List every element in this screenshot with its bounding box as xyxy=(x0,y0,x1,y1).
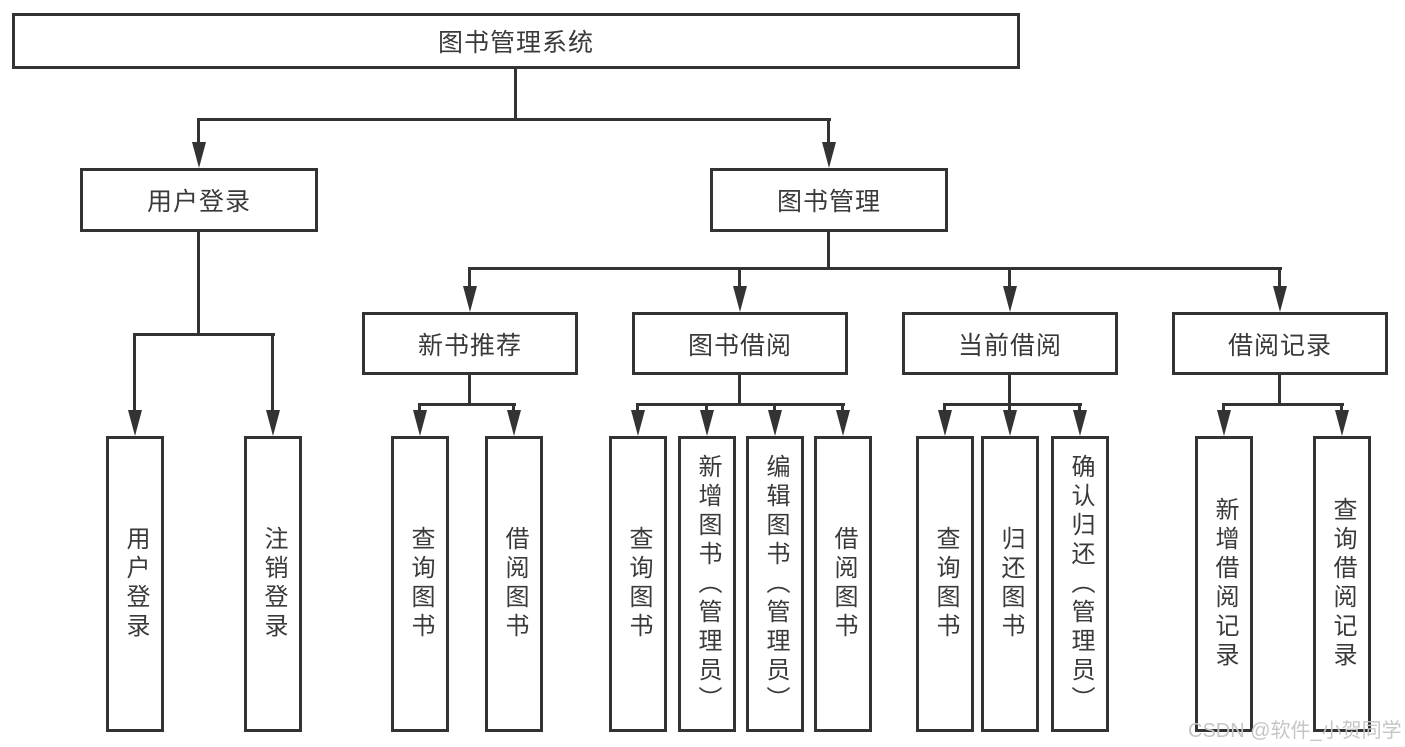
node-leaf-query-books-recommend: 查询图书 xyxy=(391,436,449,732)
connector-line xyxy=(197,118,831,121)
connector-line xyxy=(512,403,515,413)
node-leaf-borrow-books-label: 借阅图书 xyxy=(830,526,857,642)
node-book-management-branch: 图书管理 xyxy=(710,168,948,232)
connector-line xyxy=(738,267,741,288)
node-leaf-query-books-current-label: 查询图书 xyxy=(932,526,959,642)
connector-line xyxy=(1008,403,1011,413)
node-leaf-borrow-books-recommend-label: 借阅图书 xyxy=(501,526,528,642)
node-leaf-confirm-return-admin-label: 确认归还（管理员） xyxy=(1067,453,1094,715)
node-leaf-add-books-admin-label: 新增图书（管理员） xyxy=(694,453,721,715)
node-leaf-return-books-label: 归还图书 xyxy=(997,526,1024,642)
connector-line xyxy=(197,118,200,144)
node-leaf-logout-label: 注销登录 xyxy=(260,526,287,642)
arrow-down-icon xyxy=(631,410,645,436)
node-book-borrowing: 图书借阅 xyxy=(632,312,848,375)
connector-line xyxy=(636,403,639,413)
node-leaf-return-books: 归还图书 xyxy=(981,436,1039,732)
connector-line xyxy=(943,403,1082,406)
node-user-login-branch: 用户登录 xyxy=(80,168,318,232)
node-leaf-edit-books-admin: 编辑图书（管理员） xyxy=(746,436,804,732)
arrow-down-icon xyxy=(1003,410,1017,436)
connector-line xyxy=(827,118,830,144)
node-leaf-query-books-current: 查询图书 xyxy=(916,436,974,732)
connector-line xyxy=(773,403,776,413)
arrow-down-icon xyxy=(1335,410,1349,436)
connector-line xyxy=(468,267,1282,270)
arrow-down-icon xyxy=(768,410,782,436)
connector-line xyxy=(1008,375,1011,405)
arrow-down-icon xyxy=(822,142,836,168)
connector-line xyxy=(418,403,421,413)
arrow-down-icon xyxy=(192,142,206,168)
node-book-borrowing-label: 图书借阅 xyxy=(687,331,792,360)
node-leaf-query-books-borrowing-label: 查询图书 xyxy=(625,526,652,642)
connector-line xyxy=(1222,403,1344,406)
node-leaf-query-books-recommend-label: 查询图书 xyxy=(407,526,434,642)
arrow-down-icon xyxy=(1073,410,1087,436)
node-borrowing-records-label: 借阅记录 xyxy=(1227,331,1332,360)
node-leaf-borrow-books: 借阅图书 xyxy=(814,436,872,732)
node-leaf-add-books-admin: 新增图书（管理员） xyxy=(678,436,736,732)
node-leaf-user-login: 用户登录 xyxy=(106,436,164,732)
connector-line xyxy=(705,403,708,413)
connector-line xyxy=(1078,403,1081,413)
node-book-management-branch-label: 图书管理 xyxy=(776,188,881,216)
watermark: CSDN @软件_小贺同学 xyxy=(1188,720,1402,742)
connector-line xyxy=(271,333,274,412)
node-leaf-confirm-return-admin: 确认归还（管理员） xyxy=(1051,436,1109,732)
arrow-down-icon xyxy=(836,410,850,436)
arrow-down-icon xyxy=(733,286,747,312)
node-leaf-query-books-borrowing: 查询图书 xyxy=(609,436,667,732)
connector-line xyxy=(738,375,741,405)
arrow-down-icon xyxy=(463,286,477,312)
connector-line xyxy=(1278,267,1281,288)
connector-line xyxy=(133,333,275,336)
connector-line xyxy=(841,403,844,413)
connector-line xyxy=(468,375,471,405)
arrow-down-icon xyxy=(1217,410,1231,436)
connector-line xyxy=(133,333,136,412)
connector-line xyxy=(514,69,517,119)
node-new-book-recommendation-label: 新书推荐 xyxy=(417,331,522,360)
connector-line xyxy=(636,403,845,406)
node-leaf-user-login-label: 用户登录 xyxy=(122,526,149,642)
node-leaf-edit-books-admin-label: 编辑图书（管理员） xyxy=(762,453,789,715)
connector-line xyxy=(943,403,946,413)
arrow-down-icon xyxy=(938,410,952,436)
node-leaf-borrow-books-recommend: 借阅图书 xyxy=(485,436,543,732)
node-book-management-system: 图书管理系统 xyxy=(12,13,1020,69)
arrow-down-icon xyxy=(700,410,714,436)
arrow-down-icon xyxy=(128,410,142,436)
arrow-down-icon xyxy=(1273,286,1287,312)
connector-line xyxy=(1278,375,1281,405)
node-leaf-add-borrow-record: 新增借阅记录 xyxy=(1195,436,1253,732)
node-book-management-system-label: 图书管理系统 xyxy=(437,29,594,57)
connector-line xyxy=(1222,403,1225,413)
arrow-down-icon xyxy=(1003,286,1017,312)
connector-line xyxy=(1340,403,1343,413)
arrow-down-icon xyxy=(507,410,521,436)
node-leaf-logout: 注销登录 xyxy=(244,436,302,732)
node-leaf-query-borrow-record: 查询借阅记录 xyxy=(1313,436,1371,732)
connector-line xyxy=(1008,267,1011,288)
node-current-borrowing: 当前借阅 xyxy=(902,312,1118,375)
connector-line xyxy=(197,232,200,336)
arrow-down-icon xyxy=(413,410,427,436)
connector-line xyxy=(418,403,516,406)
node-current-borrowing-label: 当前借阅 xyxy=(957,331,1062,360)
node-borrowing-records: 借阅记录 xyxy=(1172,312,1388,375)
node-user-login-branch-label: 用户登录 xyxy=(146,188,251,216)
node-new-book-recommendation: 新书推荐 xyxy=(362,312,578,375)
connector-line xyxy=(827,232,830,270)
node-leaf-query-borrow-record-label: 查询借阅记录 xyxy=(1329,497,1356,671)
connector-line xyxy=(468,267,471,288)
arrow-down-icon xyxy=(266,410,280,436)
node-leaf-add-borrow-record-label: 新增借阅记录 xyxy=(1211,497,1238,671)
